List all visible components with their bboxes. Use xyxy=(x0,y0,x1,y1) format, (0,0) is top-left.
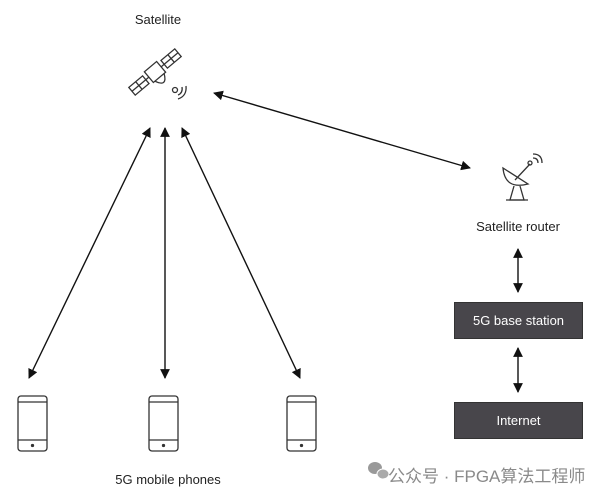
phones-label: 5G mobile phones xyxy=(115,472,221,487)
satellite-router-label: Satellite router xyxy=(476,219,560,234)
arrow-satellite-router xyxy=(213,90,471,171)
arrow-satellite-phone-3 xyxy=(181,127,301,379)
phone-icon xyxy=(148,395,179,452)
satellite-label: Satellite xyxy=(134,12,182,27)
wechat-icon xyxy=(368,462,390,480)
watermark: 公众号 · FPGA算法工程师 xyxy=(388,467,586,486)
phone-icon xyxy=(17,395,48,452)
arrow-satellite-phone-1 xyxy=(28,127,151,379)
satellite-icon xyxy=(127,47,187,100)
satellite-dish-icon xyxy=(502,153,543,201)
phone-icon xyxy=(286,395,317,452)
base-station-box: 5G base station xyxy=(454,302,583,339)
internet-box: Internet xyxy=(454,402,583,439)
